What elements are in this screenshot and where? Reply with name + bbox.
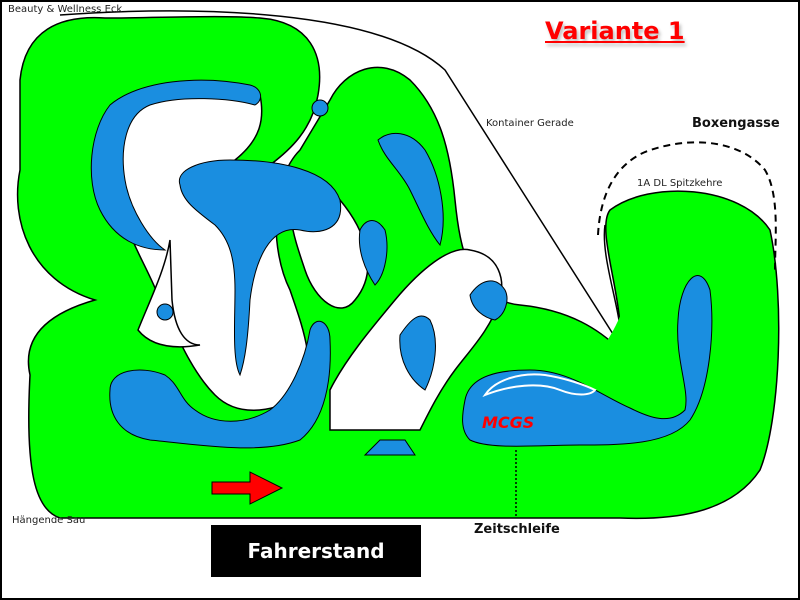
logo-text: MCGS (482, 413, 534, 432)
pit-lane-dashed (597, 141, 777, 271)
fahrerstand-label: Fahrerstand (247, 539, 385, 563)
label-spitzkehre: 1A DL Spitzkehre (637, 178, 723, 189)
fahrerstand-box: Fahrerstand (211, 525, 421, 577)
label-beauty-wellness: Beauty & Wellness Eck (8, 4, 123, 15)
direction-arrow-icon (211, 471, 284, 505)
outer-boundary (59, 10, 622, 347)
label-zeitschleife: Zeitschleife (474, 522, 560, 537)
label-haengende-sau: Hängende Sau (12, 515, 86, 526)
label-kontainer-gerade: Kontainer Gerade (486, 118, 574, 129)
logo-swoosh (482, 373, 597, 398)
label-boxengasse: Boxengasse (692, 116, 780, 131)
map-title: Variante 1 (545, 17, 685, 45)
